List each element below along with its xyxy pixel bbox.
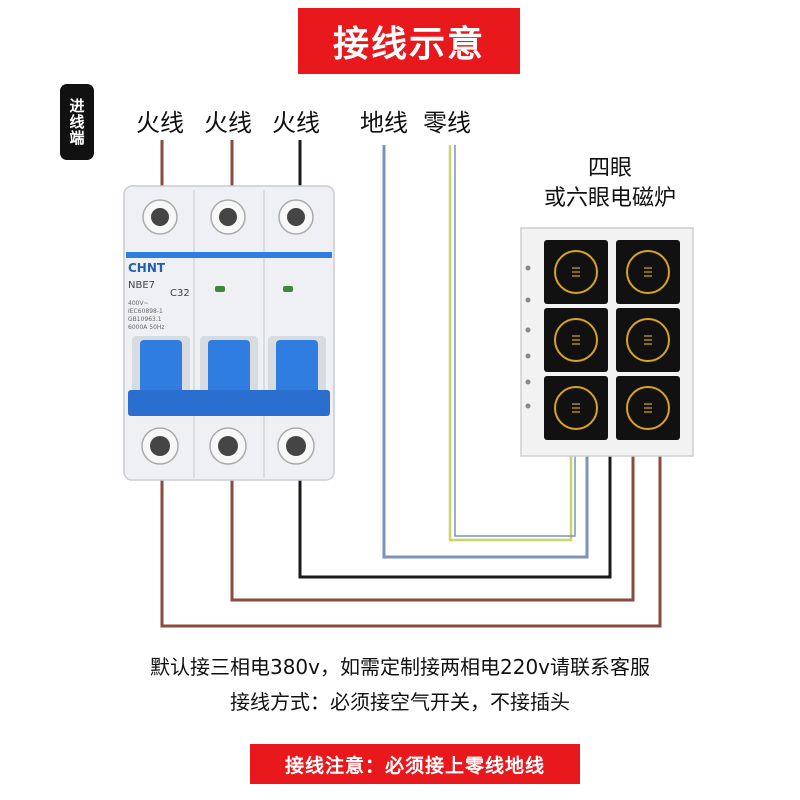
bottom-terminal-screw-1 xyxy=(150,436,170,456)
outgoing-live-wire-1 xyxy=(160,455,662,628)
live-wire-label-2: 火线 xyxy=(204,109,252,137)
breaker-spec-2: IEC60898-1 xyxy=(128,308,163,315)
top-terminal-screw-1 xyxy=(151,208,169,226)
bottom-terminal-screw-3 xyxy=(286,436,306,456)
induction-cooker xyxy=(520,227,694,457)
page-title: 接线示意 xyxy=(332,24,485,65)
outgoing-live-wire-2 xyxy=(230,455,635,602)
status-indicator-3 xyxy=(283,286,293,292)
cooker-label-line2: 或六眼电磁炉 xyxy=(543,186,676,211)
frame-dot xyxy=(525,379,531,385)
neutral-wire-label: 零线 xyxy=(423,109,471,137)
incoming-terminal-label: 进线端 xyxy=(67,98,86,146)
breaker-handle-1 xyxy=(140,340,182,400)
frame-dot xyxy=(525,297,531,303)
frame-dot xyxy=(525,403,531,409)
handle-tie-bar xyxy=(128,390,330,416)
live-wire-label-1: 火线 xyxy=(136,109,184,137)
note-line-2: 接线方式：必须接空气开关，不接插头 xyxy=(230,690,570,714)
breaker-brand-strip xyxy=(126,252,332,258)
bottom-note-banner: 接线注意：必须接上零线地线 xyxy=(250,744,580,784)
frame-dot xyxy=(525,353,531,359)
breaker-handle-2 xyxy=(208,340,250,400)
cooker-label-line1: 四眼 xyxy=(587,156,632,181)
burner-grid xyxy=(544,240,680,440)
frame-dot xyxy=(525,327,531,333)
burner-ring-6 xyxy=(626,386,670,430)
neutral-wire-blue xyxy=(454,145,576,537)
burner-ring-1 xyxy=(554,250,598,294)
outgoing-live-wire-3 xyxy=(298,455,612,579)
status-indicator-2 xyxy=(215,286,225,292)
top-terminal-screw-2 xyxy=(219,208,237,226)
burner-ring-5 xyxy=(554,386,598,430)
burner-ring-4 xyxy=(626,318,670,362)
breaker-handle-3 xyxy=(276,340,318,400)
note-line-1: 默认接三相电380v，如需定制接两相电220v请联系客服 xyxy=(149,655,651,679)
frame-dot xyxy=(525,265,531,271)
breaker-spec-1: 400V~ xyxy=(128,300,149,307)
incoming-terminal-tag: 进线端 xyxy=(60,84,94,160)
breaker-model: NBE7 xyxy=(128,280,155,291)
breaker-spec-3: GB10963.1 xyxy=(128,316,162,323)
title-banner: 接线示意 xyxy=(298,8,520,74)
neutral-wire-yellow xyxy=(448,145,573,542)
ground-wire xyxy=(382,145,589,559)
burner-ring-2 xyxy=(626,250,670,294)
circuit-breaker: CHNT NBE7 C32 400V~ IEC60898-1 GB10963.1… xyxy=(123,185,335,481)
outgoing-wires xyxy=(160,455,662,628)
ground-neutral-wires xyxy=(382,145,589,559)
ground-wire-label: 地线 xyxy=(360,109,408,137)
burner-ring-3 xyxy=(554,318,598,362)
breaker-rating: C32 xyxy=(170,288,190,299)
incoming-wires xyxy=(160,140,302,190)
top-terminal-screw-3 xyxy=(287,208,305,226)
bottom-terminal-screw-2 xyxy=(218,436,238,456)
breaker-brand: CHNT xyxy=(128,261,166,275)
breaker-spec-4: 6000A 50Hz xyxy=(128,324,165,331)
live-wire-label-3: 火线 xyxy=(272,109,320,137)
bottom-note-text: 接线注意：必须接上零线地线 xyxy=(284,754,545,777)
